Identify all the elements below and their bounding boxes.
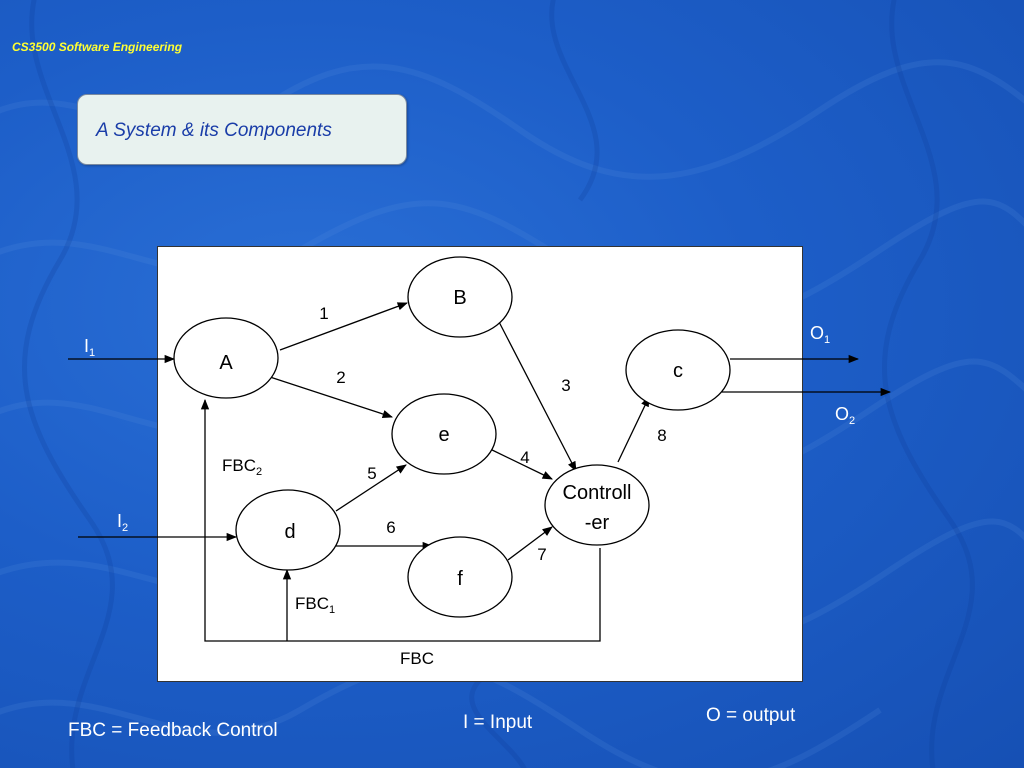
node-c-shape xyxy=(625,329,731,411)
edge-5-arrow xyxy=(335,464,407,512)
edge-2-arrow xyxy=(269,376,393,419)
course-header: CS3500 Software Engineering xyxy=(12,40,183,54)
output-2-sub: 2 xyxy=(849,415,855,427)
input-2-base: I xyxy=(117,511,122,531)
edge-7-label: 7 xyxy=(537,545,546,564)
input-1-base: I xyxy=(84,336,89,356)
input-1-sub: 1 xyxy=(89,347,95,359)
slide-title: A System & its Components xyxy=(96,120,332,141)
legend-input: I = Input xyxy=(463,712,533,733)
fbc1-label: FBC1 xyxy=(295,594,335,616)
output-2-base: O xyxy=(835,404,849,424)
fbc1-label-base: FBC xyxy=(295,594,329,613)
node-b-label: B xyxy=(453,287,466,309)
edge-4-arrow xyxy=(487,447,553,480)
fbc-label: FBC xyxy=(400,649,434,668)
output-1-sub: 1 xyxy=(824,334,830,346)
input-2-label: I2 xyxy=(117,511,128,534)
node-controller-label-line1: Controll xyxy=(563,482,632,504)
node-d-label: d xyxy=(284,521,295,543)
edge-3-arrow xyxy=(496,317,577,472)
edge-5-label: 5 xyxy=(367,464,376,483)
node-c-label: c xyxy=(673,360,683,382)
fbc2-label: FBC2 xyxy=(222,456,262,478)
input-1-label: I1 xyxy=(84,336,95,359)
edge-1-label: 1 xyxy=(319,304,328,323)
title-box: A System & its Components xyxy=(77,94,407,165)
fbc1-label-sub: 1 xyxy=(329,604,335,616)
node-f-label: f xyxy=(457,568,463,590)
node-controller-shape xyxy=(544,464,650,546)
edge-2-label: 2 xyxy=(336,368,345,387)
node-f-shape xyxy=(407,536,513,618)
node-a-shape xyxy=(173,317,279,399)
edge-7-arrow xyxy=(507,526,553,561)
node-b-shape xyxy=(407,256,513,338)
edge-3-label: 3 xyxy=(561,376,570,395)
node-e-shape xyxy=(391,393,497,475)
edge-1-arrow xyxy=(279,302,408,351)
output-2-label: O2 xyxy=(835,404,855,427)
edge-6-label: 6 xyxy=(386,518,395,537)
edge-8-label: 8 xyxy=(657,426,666,445)
fbc2-label-sub: 2 xyxy=(256,466,262,478)
legend-output: O = output xyxy=(706,705,796,726)
node-d-shape xyxy=(235,489,341,571)
feedback-loop-line xyxy=(200,398,601,642)
node-controller-label-line2: -er xyxy=(585,512,610,534)
input-2-sub: 2 xyxy=(122,522,128,534)
node-a-label: A xyxy=(219,352,233,374)
edge-4-label: 4 xyxy=(520,448,529,467)
output-1-label: O1 xyxy=(810,323,830,346)
node-e-label: e xyxy=(438,424,449,446)
fbc2-label-base: FBC xyxy=(222,456,256,475)
output-1-base: O xyxy=(810,323,824,343)
edge-8-arrow xyxy=(617,396,650,463)
legend-feedback-control: FBC = Feedback Control xyxy=(68,720,278,741)
